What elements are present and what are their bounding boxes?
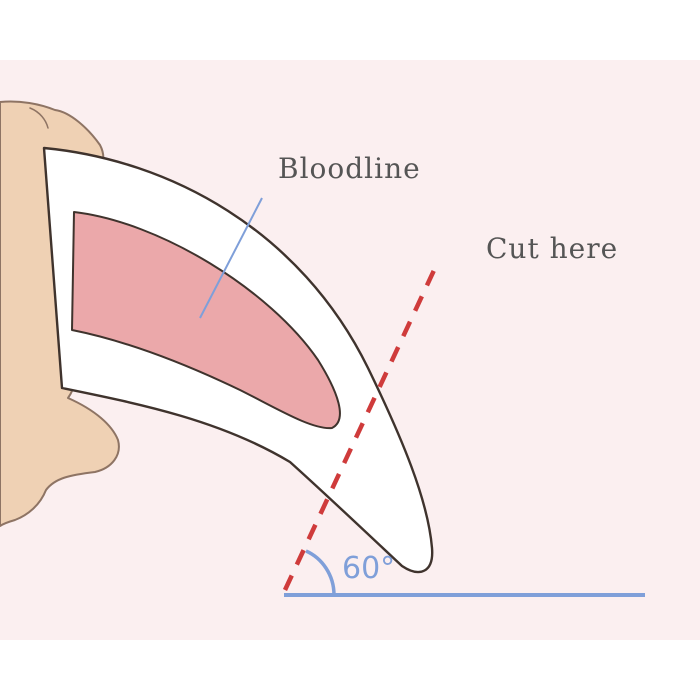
cut-here-label: Cut here — [486, 232, 618, 265]
angle-label: 60° — [342, 551, 395, 586]
quick-bloodline-area — [71, 211, 341, 430]
bloodline-pointer-line — [199, 197, 263, 319]
cut-line — [282, 265, 439, 591]
angle-arc — [305, 549, 336, 596]
bloodline-label: Bloodline — [278, 152, 421, 185]
